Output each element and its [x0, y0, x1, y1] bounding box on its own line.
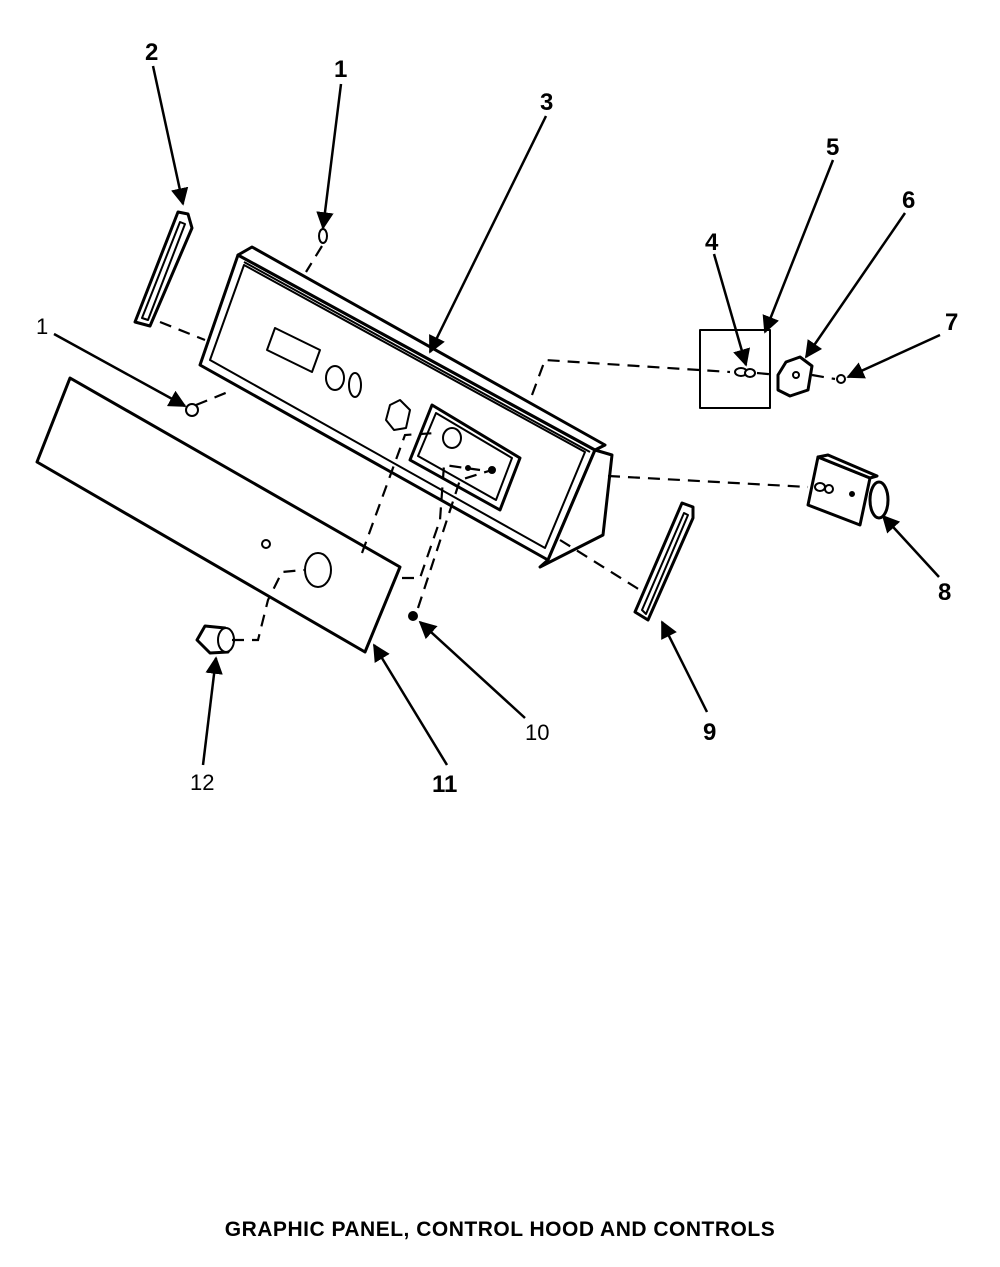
screw-bottom: [408, 611, 418, 621]
graphic-panel: [35, 376, 402, 654]
callout-6: 6: [902, 187, 915, 214]
screw-top: [318, 228, 328, 244]
callout-2: 2: [145, 39, 158, 66]
callout-labels: 2 1 3 1 4 5 6 7 8 9 10 11 12: [36, 39, 958, 798]
callout-7: 7: [945, 309, 958, 336]
nut: [836, 374, 846, 384]
callout-3: 3: [540, 89, 553, 116]
callout-5: 5: [826, 134, 839, 161]
switch: [776, 355, 814, 398]
screw-left: [185, 403, 199, 417]
control-knob: [195, 624, 236, 655]
callout-4: 4: [705, 229, 719, 256]
assembly-lines: [159, 245, 836, 642]
callout-1-top: 1: [334, 56, 347, 83]
right-end-cap: [633, 501, 695, 622]
callout-12: 12: [190, 770, 214, 795]
control-module: [806, 453, 890, 527]
switch-bracket: [699, 329, 771, 409]
left-end-cap: [133, 210, 194, 328]
callout-11: 11: [432, 771, 457, 798]
leader-lines: [53, 65, 941, 766]
callout-9: 9: [703, 719, 716, 746]
diagram-title: GRAPHIC PANEL, CONTROL HOOD AND CONTROLS: [224, 1218, 776, 1241]
callout-10: 10: [525, 720, 549, 745]
control-hood: [198, 245, 614, 569]
callout-1-left: 1: [36, 314, 48, 339]
callout-8: 8: [938, 579, 951, 606]
